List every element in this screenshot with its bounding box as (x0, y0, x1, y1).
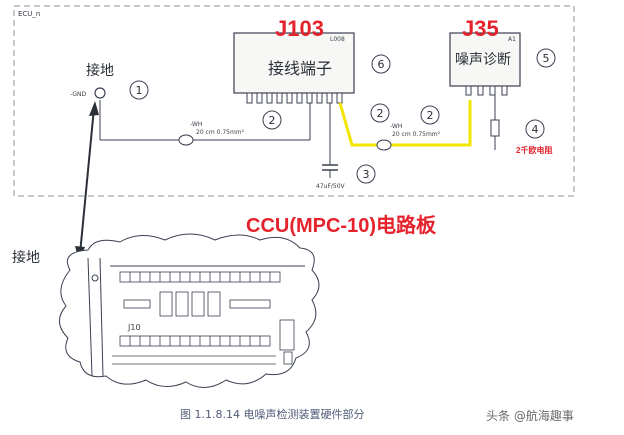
cable-note-right-2: 20 cm 0.75mm² (392, 131, 441, 138)
noise-diagnosis-pins (465, 85, 508, 96)
callout-1: 1 (129, 80, 149, 100)
double-arrow-line (79, 107, 95, 255)
board-connector-strip-top (119, 271, 281, 283)
figure-caption: 图 1.1.8.14 电噪声检测装置硬件部分 (180, 407, 364, 421)
board-connector-strip-bottom (119, 335, 271, 347)
cable-ferrite-right (376, 139, 392, 151)
ground-small-label: -GND (70, 91, 87, 98)
board-left-edge-2 (99, 257, 104, 377)
svg-text:6: 6 (378, 58, 385, 71)
callout-4: 4 (525, 119, 545, 139)
noise-diagnosis-label: 噪声诊断 (455, 52, 511, 68)
svg-text:3: 3 (363, 168, 370, 181)
callout-6: 6 (371, 54, 391, 74)
callout-2-middle: 2 (370, 103, 390, 123)
noise-diagnosis-corner: A1 (508, 36, 516, 43)
noise-diagnosis-box (449, 32, 521, 87)
svg-text:2: 2 (269, 114, 276, 127)
resistor-note: 2千欧电阻 (516, 145, 552, 155)
board-ground-screw (91, 274, 99, 282)
capacitor-value: 47uF/50V (316, 183, 346, 190)
j103-label: J103 (275, 16, 324, 41)
j35-label: J35 (462, 16, 499, 41)
cable-note-right: -WH (390, 123, 402, 130)
terminal-block-pins (246, 92, 343, 104)
terminal-block-label: 接线端子 (268, 59, 332, 78)
zoom-cloud (59, 233, 320, 388)
svg-text:5: 5 (543, 52, 550, 65)
cable-note-left: -WH (190, 121, 202, 128)
ground-label-left: 接地 (12, 249, 40, 266)
ground-label-top: 接地 (86, 62, 114, 79)
watermark: 头条 @航海趣事 (486, 408, 574, 423)
terminal-block-box (233, 32, 355, 94)
ccu-board-outline (13, 5, 575, 197)
board-left-edge (87, 257, 93, 377)
board-j10-label: J10 (127, 323, 141, 332)
terminal-block-corner: L008 (330, 36, 345, 43)
wire-yellow-highlight (338, 100, 472, 147)
callout-2-right: 2 (420, 105, 440, 125)
callout-2-left: 2 (262, 110, 282, 130)
ground-terminal (94, 87, 106, 99)
board-relays (123, 291, 271, 317)
resistor-symbol (490, 119, 500, 137)
cable-ferrite-left (178, 134, 194, 146)
svg-text:2: 2 (377, 107, 384, 120)
svg-text:2: 2 (427, 109, 434, 122)
callout-3: 3 (356, 164, 376, 184)
ccu-corner-mark: ECU_n (18, 10, 40, 18)
svg-text:1: 1 (136, 84, 143, 97)
svg-text:4: 4 (532, 123, 539, 136)
callout-5: 5 (536, 48, 556, 68)
ccu-title: CCU(MPC-10)电路板 (246, 213, 437, 237)
board-right-components (112, 319, 295, 365)
double-arrow-head-top (89, 101, 99, 116)
cable-note-left-2: 20 cm 0.75mm² (196, 129, 245, 136)
